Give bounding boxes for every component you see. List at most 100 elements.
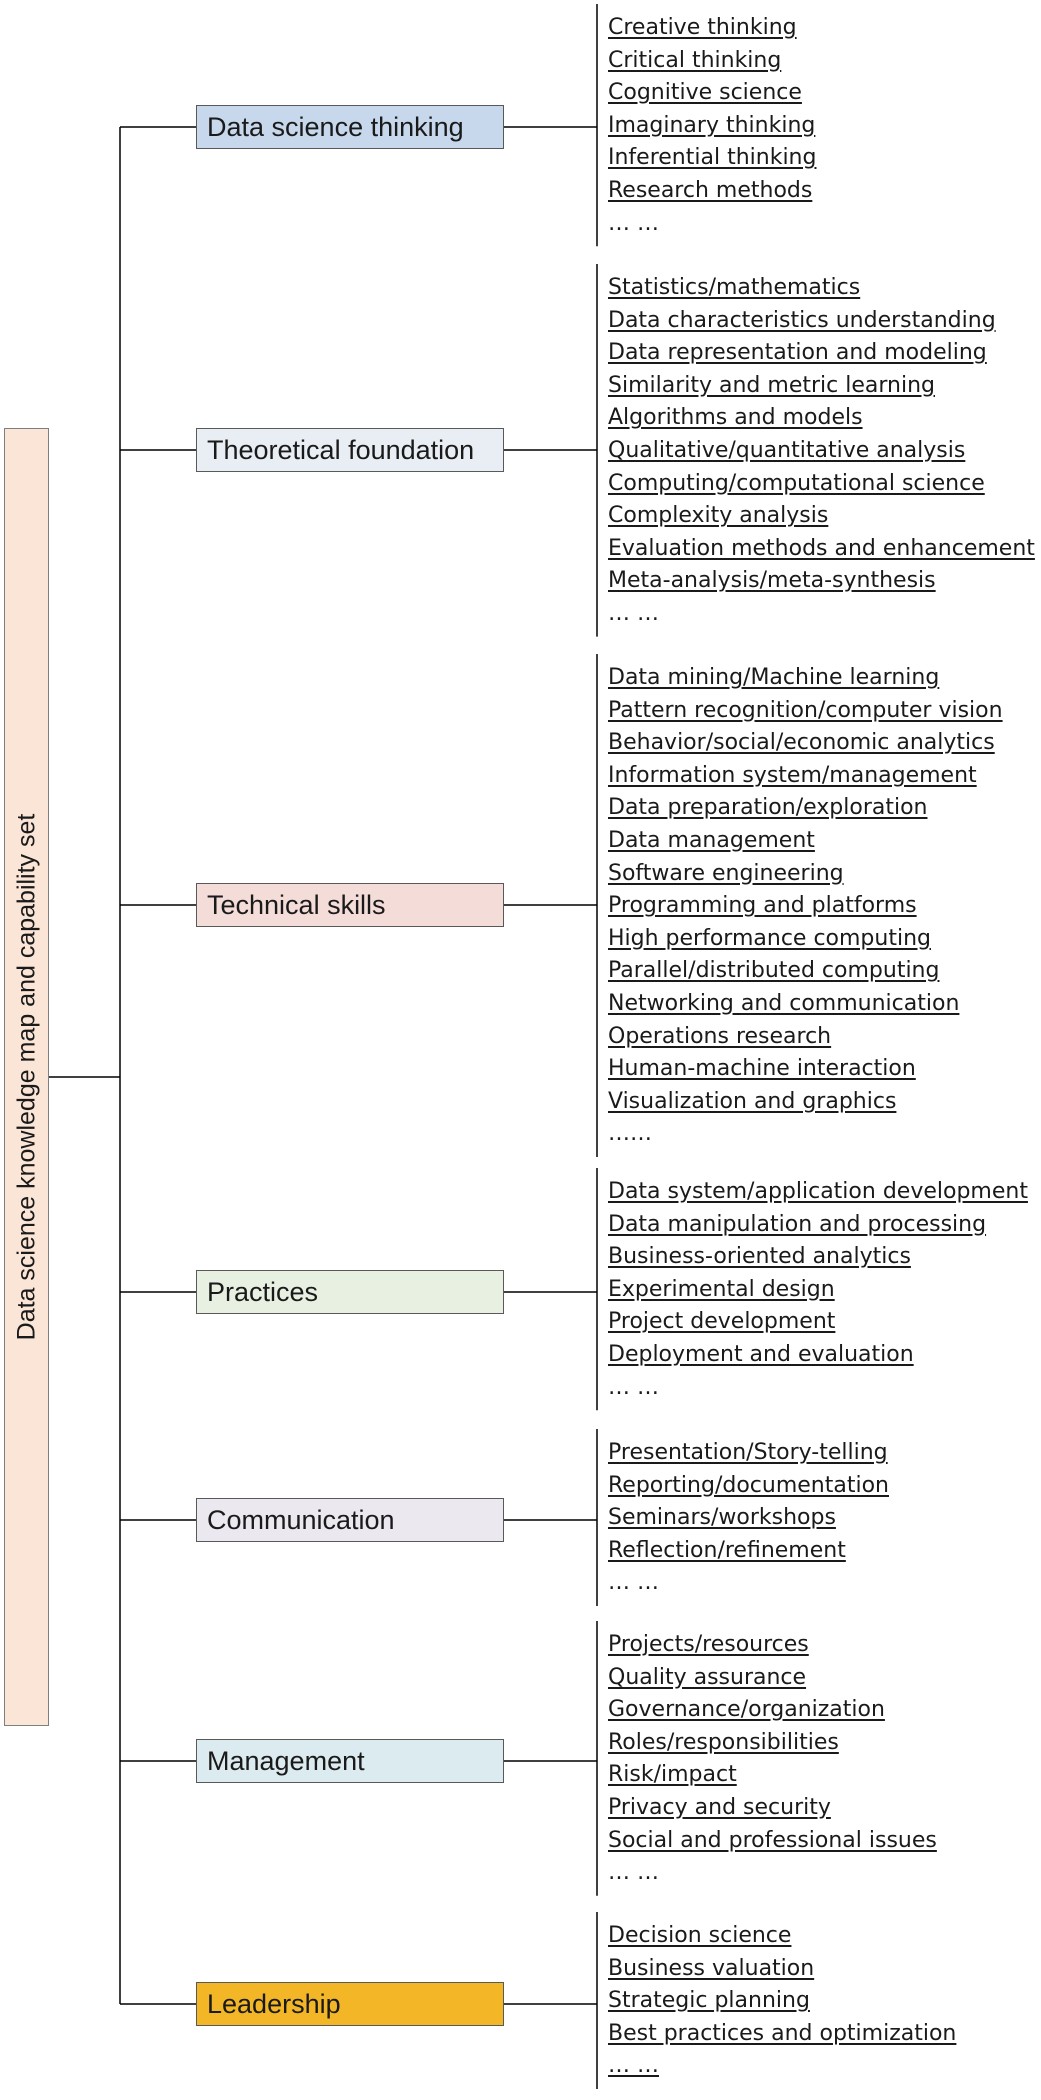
list-item: Data mining/Machine learning <box>608 662 1003 695</box>
list-item: … … <box>608 1857 937 1890</box>
list-item-text: Experimental design <box>608 1276 835 1302</box>
list-item-text: … … <box>608 1570 659 1596</box>
list-item: Social and professional issues <box>608 1825 937 1858</box>
category-label: Practices <box>207 1276 319 1307</box>
list-item: … … <box>608 1567 889 1600</box>
list-item-text: Research methods <box>608 177 813 203</box>
list-item: Qualitative/quantitative analysis <box>608 435 1035 468</box>
list-item-text: Operations research <box>608 1023 832 1049</box>
list-item: Projects/resources <box>608 1629 937 1662</box>
list-item: Data management <box>608 825 1003 858</box>
list-item-text: Data manipulation and processing <box>608 1211 987 1237</box>
list-item: Pattern recognition/computer vision <box>608 695 1003 728</box>
list-item: Reporting/documentation <box>608 1470 889 1503</box>
list-item-text: … … <box>608 1374 659 1400</box>
list-item-text: Governance/organization <box>608 1697 885 1723</box>
list-item: Data characteristics understanding <box>608 305 1035 338</box>
list-item: Visualization and graphics <box>608 1086 1003 1119</box>
category-practices: Practices <box>196 1270 504 1314</box>
list-item: Deployment and evaluation <box>608 1339 1028 1372</box>
list-item: Best practices and optimization <box>608 2018 956 2051</box>
category-label: Management <box>207 1745 365 1776</box>
list-item: Meta-analysis/meta-synthesis <box>608 565 1035 598</box>
list-item-text: Cognitive science <box>608 80 802 106</box>
list-item: Critical thinking <box>608 45 816 78</box>
list-item: Seminars/workshops <box>608 1502 889 1535</box>
list-item: Research methods <box>608 175 816 208</box>
category-label: Data science thinking <box>207 111 464 142</box>
list-item: Operations research <box>608 1021 1003 1054</box>
list-item-text: Computing/computational science <box>608 470 985 496</box>
list-item: Strategic planning <box>608 1985 956 2018</box>
category-label: Technical skills <box>207 889 386 920</box>
list-item-text: Business-oriented analytics <box>608 1244 911 1270</box>
list-item-text: Data system/application development <box>608 1179 1028 1204</box>
list-item: Experimental design <box>608 1274 1028 1307</box>
list-item: Decision science <box>608 1920 956 1953</box>
list-item-text: Critical thinking <box>608 47 782 73</box>
list-item-text: Data representation and modeling <box>608 340 987 366</box>
list-item: High performance computing <box>608 923 1003 956</box>
root-label: Data science knowledge map and capabilit… <box>12 813 40 1341</box>
list-item-text: Visualization and graphics <box>608 1088 897 1114</box>
list-item-text: Data preparation/exploration <box>608 795 928 821</box>
list-item-text: … … <box>608 600 659 626</box>
list-item-text: Meta-analysis/meta-synthesis <box>608 568 936 594</box>
category-label: Theoretical foundation <box>207 434 475 465</box>
list-item-text: Pattern recognition/computer vision <box>608 697 1003 723</box>
list-item-text: … … <box>608 1860 659 1886</box>
list-item: … … <box>608 2050 956 2083</box>
list-item: … … <box>608 208 816 241</box>
list-item: Risk/impact <box>608 1759 937 1792</box>
list-item: … … <box>608 1372 1028 1405</box>
list-item-text: Project development <box>608 1309 836 1335</box>
list-item: Presentation/Story-telling <box>608 1437 889 1470</box>
list-item-text: Best practices and optimization <box>608 2020 957 2046</box>
category-theoretical-foundation: Theoretical foundation <box>196 428 504 472</box>
list-item-text: Business valuation <box>608 1955 815 1981</box>
list-item-text: Software engineering <box>608 860 844 886</box>
category-technical-skills: Technical skills <box>196 883 504 927</box>
list-item-text: Presentation/Story-telling <box>608 1440 888 1465</box>
list-item-text: Reflection/refinement <box>608 1537 846 1563</box>
list-item-text: Reporting/documentation <box>608 1472 889 1498</box>
list-item: Imaginary thinking <box>608 110 816 143</box>
list-item-text: Creative thinking <box>608 15 797 40</box>
list-item: Data system/application development <box>608 1176 1028 1209</box>
list-item: Roles/responsibilities <box>608 1727 937 1760</box>
list-item-text: Data characteristics understanding <box>608 307 996 333</box>
list-item-text: … … <box>608 2053 659 2079</box>
list-item: Business valuation <box>608 1953 956 1986</box>
list-item: Networking and communication <box>608 988 1003 1021</box>
list-item: Cognitive science <box>608 77 816 110</box>
list-item: Data representation and modeling <box>608 337 1035 370</box>
root-node: Data science knowledge map and capabilit… <box>4 428 49 1726</box>
list-item-text: Programming and platforms <box>608 893 917 919</box>
list-item-text: Roles/responsibilities <box>608 1729 839 1755</box>
list-item: Similarity and metric learning <box>608 370 1035 403</box>
list-item-text: High performance computing <box>608 925 931 951</box>
list-item-text: Seminars/workshops <box>608 1505 836 1531</box>
list-item: Evaluation methods and enhancement <box>608 533 1035 566</box>
list-item-text: Imaginary thinking <box>608 112 816 138</box>
list-item: Algorithms and models <box>608 402 1035 435</box>
list-item-text: Social and professional issues <box>608 1827 937 1853</box>
list-item: Data manipulation and processing <box>608 1209 1028 1242</box>
list-item-text: Statistics/mathematics <box>608 275 861 300</box>
category-leadership: Leadership <box>196 1982 504 2026</box>
list-item-text: Risk/impact <box>608 1762 737 1788</box>
list-item-text: Networking and communication <box>608 990 960 1016</box>
list-item: Business-oriented analytics <box>608 1241 1028 1274</box>
list-item: Software engineering <box>608 858 1003 891</box>
list-item-text: Behavior/social/economic analytics <box>608 730 995 756</box>
list-item: …… <box>608 1118 1003 1151</box>
category-label: Communication <box>207 1504 395 1535</box>
list-item-text: Evaluation methods and enhancement <box>608 535 1035 561</box>
list-item-text: Information system/management <box>608 762 977 788</box>
